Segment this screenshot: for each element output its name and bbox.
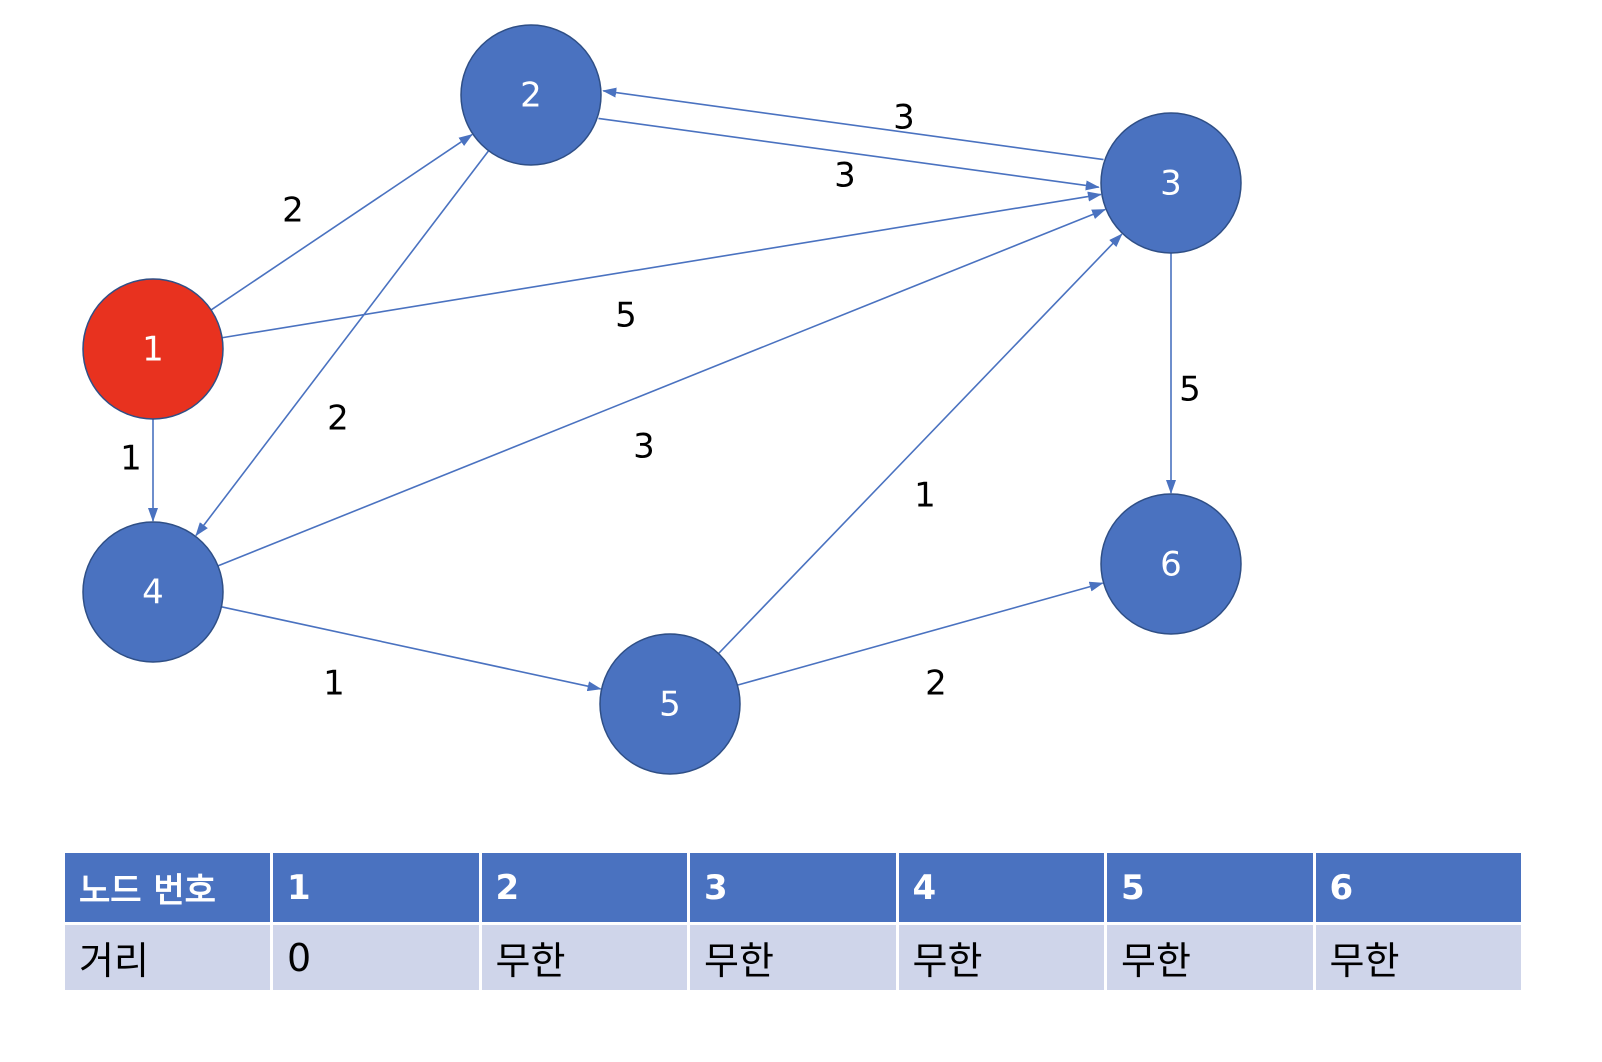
header-cell-node-6: 6	[1312, 850, 1524, 925]
node-label-2: 2	[520, 76, 542, 116]
table-distance-row: 거리 0 무한 무한 무한 무한 무한	[62, 922, 1524, 993]
table-header-row: 노드 번호 1 2 3 4 5 6	[62, 850, 1524, 925]
distance-cell-node-2: 무한	[478, 922, 690, 993]
edge-2-to-4	[195, 150, 490, 537]
edge-1-to-2	[210, 133, 473, 311]
edge-weight-2-to-3: 3	[893, 98, 915, 138]
row-cell-distance-label: 거리	[62, 922, 273, 993]
node-label-6: 6	[1160, 545, 1182, 585]
node-2: 2	[460, 24, 602, 166]
node-1: 1	[82, 278, 224, 420]
node-5: 5	[599, 633, 741, 775]
distance-cell-node-1: 0	[270, 922, 482, 993]
edge-weight-4-to-5: 1	[323, 664, 345, 704]
node-label-5: 5	[659, 685, 681, 725]
edge-5-to-3	[717, 233, 1123, 655]
node-label-4: 4	[142, 573, 164, 613]
header-cell-node-1: 1	[270, 850, 482, 925]
edge-4-to-5	[221, 606, 602, 692]
edge-2-to-3	[598, 117, 1100, 191]
header-cell-node-2: 2	[478, 850, 690, 925]
node-circle-2	[460, 24, 602, 166]
distance-cell-node-4: 무한	[895, 922, 1107, 993]
edge-weight-4-to-3: 3	[633, 427, 655, 467]
edge-weight-2-to-4: 2	[327, 399, 349, 439]
edge-3-to-2	[602, 87, 1104, 161]
edge-4-to-3	[217, 208, 1107, 567]
edge-5-to-6	[737, 581, 1104, 686]
node-6: 6	[1100, 493, 1242, 635]
node-circle-3	[1100, 112, 1242, 254]
edges	[148, 87, 1176, 692]
edge-weight-3-to-2: 3	[834, 156, 856, 196]
edge-weight-1-to-3: 5	[615, 296, 637, 336]
node-label-3: 3	[1160, 164, 1182, 204]
edge-weight-5-to-6: 2	[925, 664, 947, 704]
node-3: 3	[1100, 112, 1242, 254]
header-cell-node-4: 4	[895, 850, 1107, 925]
node-circle-4	[82, 521, 224, 663]
edge-weight-1-to-2: 2	[282, 191, 304, 231]
edge-weight-3-to-6: 5	[1179, 370, 1201, 410]
edge-1-to-3	[221, 191, 1102, 339]
nodes: 1 2 3 4 5 6	[82, 24, 1242, 775]
distance-cell-node-6: 무한	[1312, 922, 1524, 993]
header-cell-node-3: 3	[687, 850, 899, 925]
node-label-1: 1	[142, 330, 164, 370]
node-circle-1	[82, 278, 224, 420]
distance-cell-node-3: 무한	[687, 922, 899, 993]
edge-weight-1-to-4: 1	[120, 439, 142, 479]
edge-weight-5-to-3: 1	[914, 476, 936, 516]
header-cell-node-5: 5	[1104, 850, 1316, 925]
distance-table: 노드 번호 1 2 3 4 5 6 거리 0 무한 무한 무한 무한 무한	[62, 850, 1524, 993]
distance-cell-node-5: 무한	[1104, 922, 1316, 993]
header-cell-node-number: 노드 번호	[62, 850, 273, 925]
node-circle-5	[599, 633, 741, 775]
node-circle-6	[1100, 493, 1242, 635]
node-4: 4	[82, 521, 224, 663]
